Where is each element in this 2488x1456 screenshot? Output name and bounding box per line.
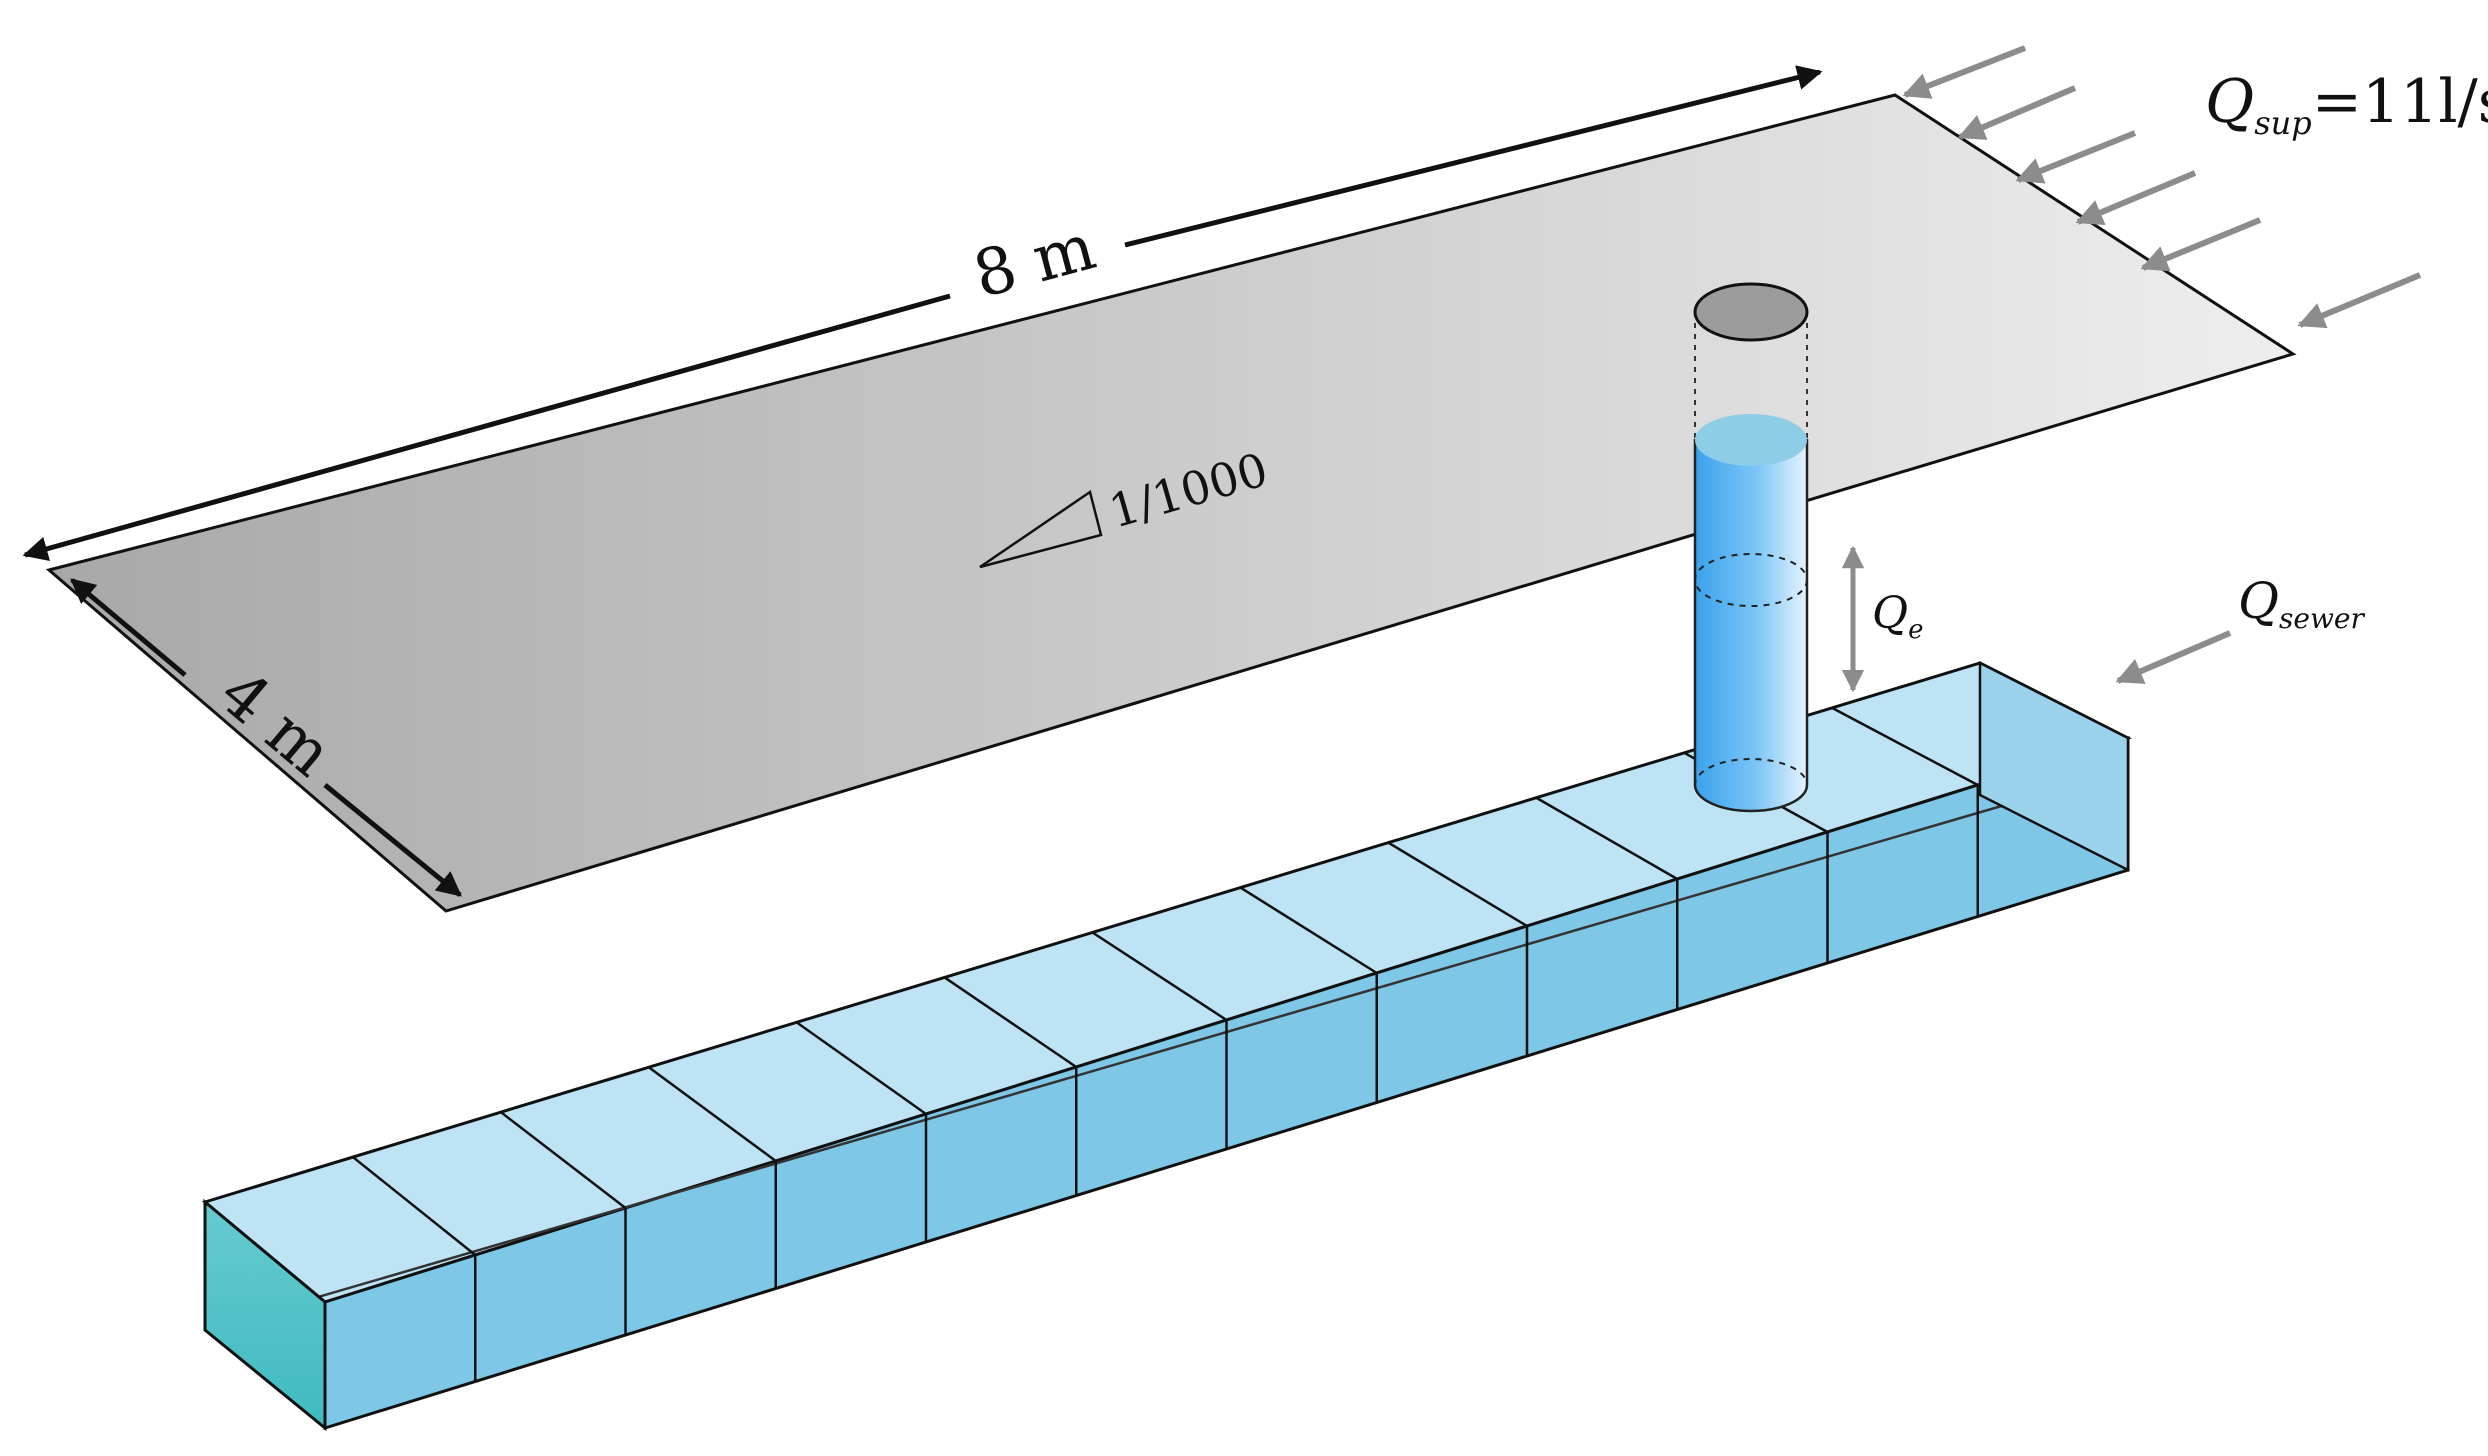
sewer-cell-divider	[1831, 706, 1979, 787]
length-label: 8 m	[966, 210, 1103, 313]
column-level-ring	[1694, 553, 1808, 607]
length-dimension-arrow-left	[22, 293, 951, 561]
width-dimension-arrow-top	[70, 578, 187, 677]
column-cap	[1693, 282, 1809, 342]
column-water-surface	[1695, 414, 1807, 466]
inflow-arrow	[2140, 217, 2262, 272]
q-sewer-label: Qsewer	[2238, 572, 2365, 635]
width-dimension-arrow-bottom	[323, 783, 462, 897]
inflow-arrow	[1957, 85, 2077, 140]
sewer-cell-dividers	[352, 706, 1979, 1382]
supply-inflow-arrows	[1902, 45, 2422, 329]
sewer-cell-divider	[1535, 796, 1678, 881]
q-e-label: Qe	[1872, 588, 1923, 645]
sewer-cell-divider	[1387, 841, 1528, 928]
sewer-inflow-arrow	[2115, 630, 2232, 684]
sewer-cell-divider	[795, 1021, 927, 1116]
sewer-cell-divider	[352, 1156, 477, 1256]
inflow-arrow	[1902, 45, 2027, 99]
q-sup-label: Qsup=11l/s	[2205, 67, 2488, 142]
manhole-column	[1693, 282, 1809, 813]
column-water	[1693, 438, 1809, 813]
inflow-arrow	[2075, 170, 2197, 226]
sewer-cell-divider	[648, 1066, 777, 1163]
sewer-far-end-face	[1978, 660, 2130, 873]
sewer-pipe	[201, 660, 2132, 1432]
sewer-end-face	[203, 1198, 327, 1432]
sewer-cell-divider	[500, 1111, 627, 1209]
length-dimension-arrow-right	[1124, 65, 1823, 248]
sewer-cell-divider	[1091, 931, 1228, 1022]
slope-triangle	[979, 489, 1103, 569]
sewer-cell-divider	[1239, 886, 1378, 975]
sewer-cell-divider	[943, 976, 1077, 1069]
sewer-back-edge	[204, 803, 2006, 1332]
column-bottom-ring	[1694, 758, 1808, 812]
inflow-arrow	[2015, 130, 2137, 184]
inflow-arrow	[2297, 272, 2422, 329]
